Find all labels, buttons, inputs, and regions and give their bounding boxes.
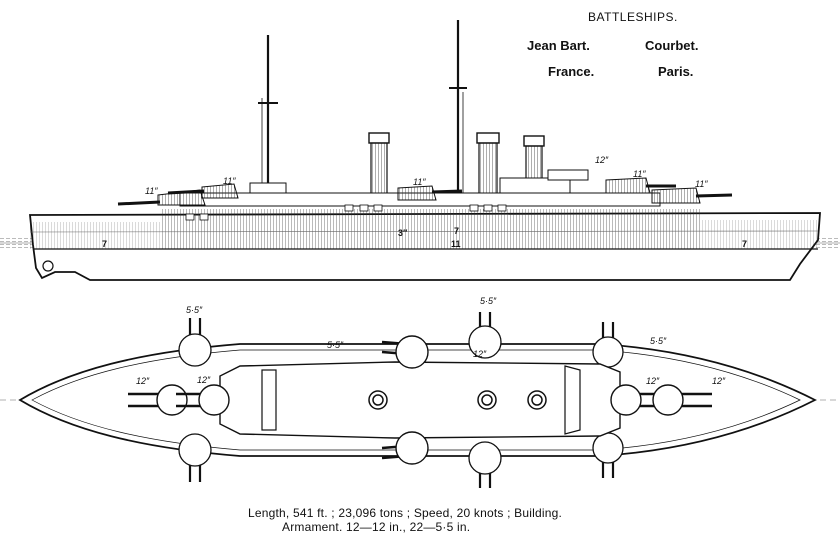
ship-name-courbet: Courbet.: [645, 38, 698, 53]
label-armor-7-mid: 7: [454, 226, 459, 236]
caption: Length, 541 ft. ; 23,096 tons ; Speed, 2…: [248, 506, 562, 534]
armor-belt: [160, 209, 700, 249]
label-sec-mid-left: 5·5″: [327, 340, 344, 350]
title-block: BATTLESHIPS. Jean Bart. Courbet. France.…: [527, 10, 698, 79]
label-main-right-inner: 12″: [646, 376, 660, 386]
turret-profile-stern: [651, 187, 733, 204]
side-profile: 12″ 11″ 11″ 11″ 11″ 11″ 7 3″ 7 11 7: [0, 20, 840, 281]
mast-main: [449, 20, 467, 195]
ship-name-france: France.: [548, 64, 594, 79]
main-turret-stern: [652, 384, 712, 416]
label-gun-11-stern: 11″: [695, 179, 708, 189]
diagram-title: BATTLESHIPS.: [588, 10, 678, 24]
caption-armament: Armament. 12—12 in., 22—5·5 in.: [282, 520, 470, 534]
turret-profile-aft: [605, 177, 676, 194]
label-sec-left-top: 5·5″: [186, 305, 203, 315]
label-gun-11-fore: 11″: [223, 176, 236, 186]
label-main-center: 12″: [473, 349, 487, 359]
bow-hawse: [42, 260, 54, 272]
label-gun-11-bow: 11″: [145, 186, 158, 196]
label-armor-7-bow: 7: [102, 239, 107, 249]
main-turret-fore-superfiring: [176, 384, 230, 416]
turret-profile-fore: [167, 183, 239, 199]
funnel-2: [476, 132, 500, 198]
label-gun-11-aft: 11″: [633, 169, 646, 179]
label-gun-11-mid: 11″: [413, 177, 426, 187]
superstructure-plan: [219, 361, 621, 439]
label-main-left-outer: 12″: [136, 376, 150, 386]
funnel-1: [368, 132, 390, 196]
main-turret-wing-bottom: [381, 431, 429, 465]
label-sec-right-top: 5·5″: [650, 336, 667, 346]
turret-profile-mid: [397, 185, 463, 201]
label-armor-7-stern: 7: [742, 239, 747, 249]
funnel-tops: [368, 390, 547, 410]
bridge-plan-aft: [564, 365, 581, 435]
label-main-left-inner: 12″: [197, 375, 211, 385]
label-gun-12: 12″: [595, 155, 609, 165]
label-main-right-outer: 12″: [712, 376, 726, 386]
bridge-plan-fore: [261, 369, 277, 431]
mast-fore: [258, 35, 278, 190]
label-armor-11: 11: [451, 239, 461, 249]
ship-name-jean-bart: Jean Bart.: [527, 38, 590, 53]
casemate-ports: [185, 204, 507, 221]
main-turret-wing-top: [381, 335, 429, 369]
plan-view: 5·5″ 5·5″ 5·5″ 5·5″ 12″ 12″ 12″ 12″ 12″: [0, 296, 840, 488]
secondary-sponsons: [178, 325, 624, 475]
caption-specs: Length, 541 ft. ; 23,096 tons ; Speed, 2…: [248, 506, 562, 520]
ship-name-paris: Paris.: [658, 64, 693, 79]
label-sec-center-top: 5·5″: [480, 296, 497, 306]
label-armor-3: 3″: [398, 228, 408, 238]
main-turret-bow: [128, 384, 188, 416]
